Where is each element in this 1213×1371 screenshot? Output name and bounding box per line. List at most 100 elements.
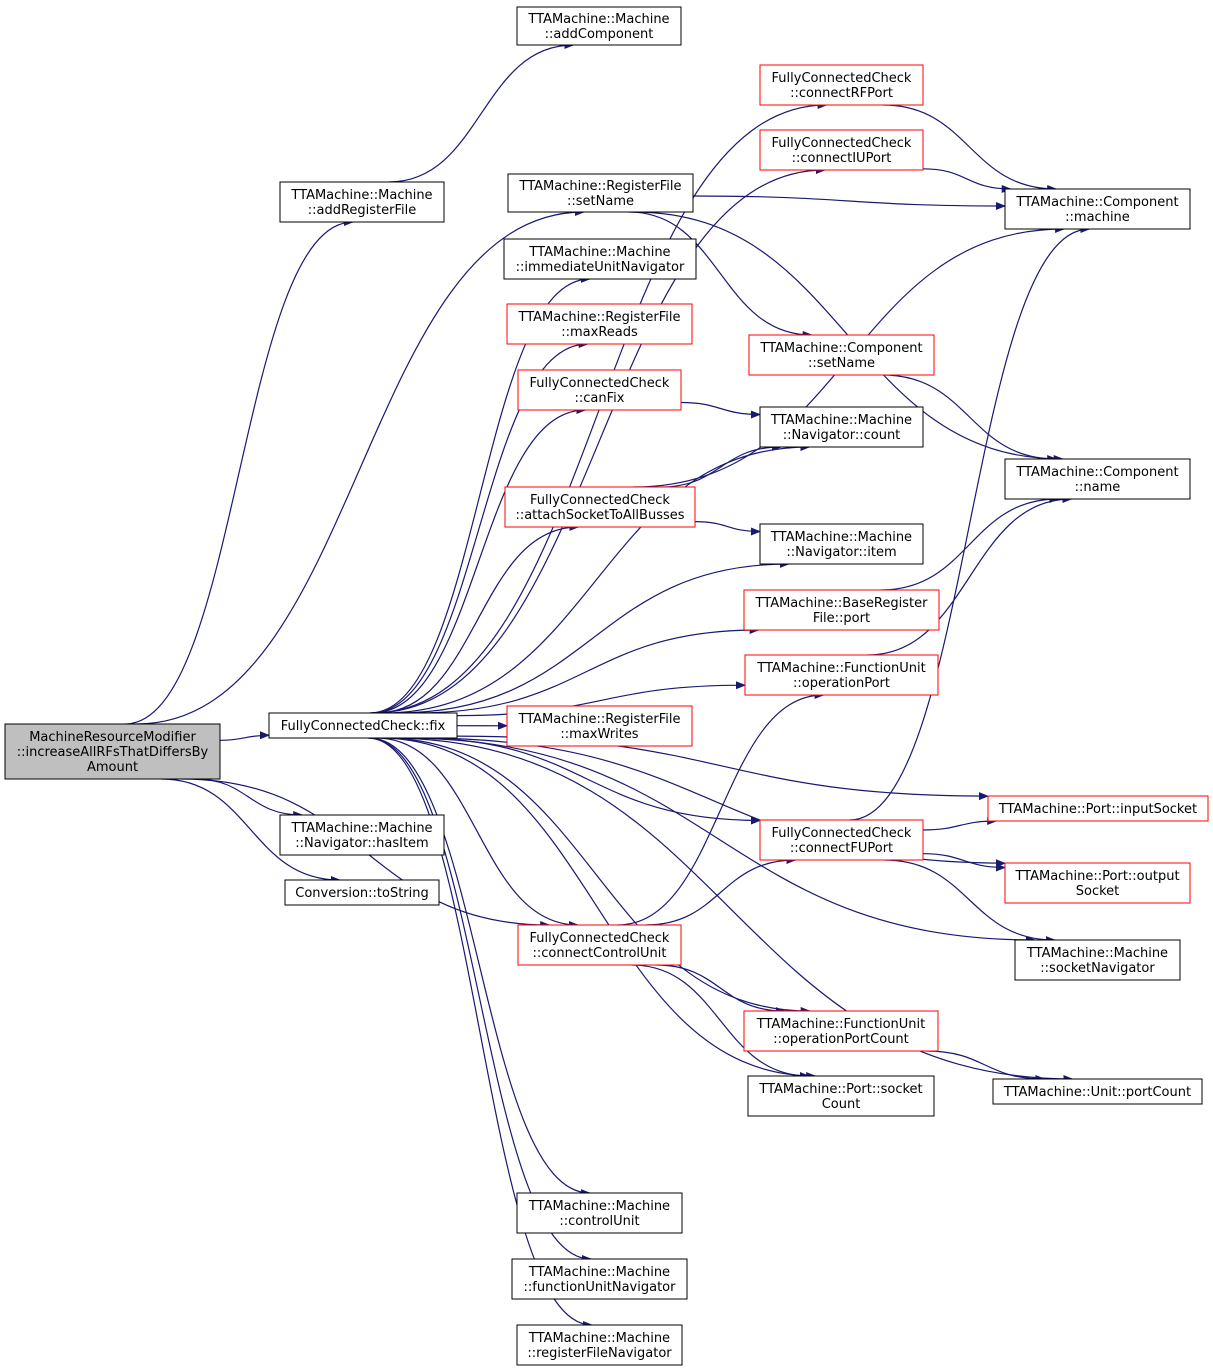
node-label: ::increaseAllRFsThatDiffersBy [17, 745, 209, 760]
edge-opPort-to-compName [867, 495, 1073, 656]
node-label: TTAMachine::RegisterFile [519, 179, 682, 194]
node-navItem[interactable]: TTAMachine::Machine::Navigator::item [759, 523, 924, 565]
node-label: ::canFix [575, 391, 625, 406]
edge-root-to-rfSetName [136, 208, 585, 725]
node-toString[interactable]: Conversion::toString [284, 879, 440, 906]
node-label: ::maxWrites [560, 727, 638, 742]
node-unitPortCount[interactable]: TTAMachine::Unit::portCount [992, 1078, 1203, 1105]
node-inputSocket[interactable]: TTAMachine::Port::inputSocket [987, 795, 1209, 822]
node-box [517, 924, 682, 966]
edge-root-to-addRegisterFile [124, 218, 354, 725]
node-label: ::setName [567, 194, 634, 209]
node-box [507, 173, 694, 213]
node-label: FullyConnectedCheck [530, 376, 670, 391]
edge-connectIUPort-to-compMachine [922, 168, 1012, 193]
edge-fix-to-navCount [382, 443, 811, 714]
edge-connectControlUnit-to-connectFUPort [645, 856, 797, 926]
node-label: TTAMachine::Port::inputSocket [998, 802, 1197, 817]
node-label: ::connectControlUnit [532, 946, 666, 961]
node-label: ::registerFileNavigator [527, 1346, 672, 1361]
node-label: ::Navigator::item [786, 545, 896, 560]
node-label: FullyConnectedCheck [772, 136, 912, 151]
node-rfSetName[interactable]: TTAMachine::RegisterFile::setName [507, 173, 694, 213]
node-label: ::addComponent [545, 27, 654, 42]
node-label: TTAMachine::RegisterFile [518, 712, 681, 727]
node-socketNav[interactable]: TTAMachine::Machine::socketNavigator [1014, 939, 1181, 981]
node-label: TTAMachine::Machine [290, 821, 432, 836]
node-box [268, 712, 458, 739]
node-connectControlUnit[interactable]: FullyConnectedCheck::connectControlUnit [517, 924, 682, 966]
node-navCount[interactable]: TTAMachine::Machine::Navigator::count [759, 406, 924, 448]
node-connectIUPort[interactable]: FullyConnectedCheck::connectIUPort [759, 129, 924, 171]
node-label: TTAMachine::Machine [528, 245, 670, 260]
edge-connectControlUnit-to-opPort [617, 691, 825, 926]
edge-connectFUPort-to-outputSocket [922, 853, 1006, 872]
edge-connectFUPort-to-inputSocket [922, 817, 998, 831]
node-controlUnit[interactable]: TTAMachine::Machine::controlUnit [516, 1192, 683, 1234]
node-label: TTAMachine::Component [759, 341, 922, 356]
node-attachSocket[interactable]: FullyConnectedCheck::attachSocketToAllBu… [504, 486, 696, 528]
node-maxWrites[interactable]: TTAMachine::RegisterFile::maxWrites [506, 705, 693, 747]
node-compMachine[interactable]: TTAMachine::Component::machine [1004, 188, 1191, 230]
node-box [516, 1192, 683, 1234]
edge-fix-to-maxReads [370, 340, 589, 714]
node-box [516, 1324, 683, 1366]
node-label: ::operationPortCount [773, 1032, 909, 1047]
node-addRegisterFile[interactable]: TTAMachine::Machine::addRegisterFile [279, 181, 445, 223]
node-root[interactable]: MachineResourceModifier::increaseAllRFsT… [4, 723, 221, 780]
node-compSetName[interactable]: TTAMachine::Component::setName [748, 334, 935, 376]
node-label: ::machine [1065, 210, 1130, 225]
edge-addRegisterFile-to-addComponent [388, 41, 575, 183]
edge-root-to-hasItem [194, 778, 304, 819]
node-box [748, 334, 935, 376]
node-compName[interactable]: TTAMachine::Component::name [1004, 458, 1191, 500]
node-label: FullyConnectedCheck [772, 826, 912, 841]
node-connectRFPort[interactable]: FullyConnectedCheck::connectRFPort [759, 64, 924, 106]
node-box [503, 238, 697, 280]
node-connectFUPort[interactable]: FullyConnectedCheck::connectFUPort [759, 819, 924, 861]
edge-fix-to-unitPortCount [388, 737, 1074, 1083]
node-fix[interactable]: FullyConnectedCheck::fix [268, 712, 458, 739]
node-box [759, 819, 924, 861]
edge-fix-to-connectIUPort [373, 166, 826, 714]
node-fuNav[interactable]: TTAMachine::Machine::functionUnitNavigat… [511, 1258, 688, 1300]
edge-fix-to-navItem [395, 560, 790, 714]
node-label: ::socketNavigator [1040, 961, 1155, 976]
edge-fix-to-connectFUPort [415, 737, 761, 825]
edge-attachSocket-to-navCount [660, 443, 783, 488]
node-label: ::operationPort [793, 676, 890, 691]
node-label: TTAMachine::Machine [528, 1265, 670, 1280]
node-label: MachineResourceModifier [29, 730, 196, 745]
node-label: ::attachSocketToAllBusses [515, 508, 684, 523]
node-box [506, 303, 693, 345]
node-label: ::controlUnit [559, 1214, 639, 1229]
node-box [284, 879, 440, 906]
node-box [743, 1010, 939, 1052]
edge-connectControlUnit-to-opPortCount [655, 964, 786, 1015]
node-immUnitNav[interactable]: TTAMachine::Machine::immediateUnitNaviga… [503, 238, 697, 280]
node-label: ::connectRFPort [790, 86, 893, 101]
node-box [743, 589, 940, 631]
node-opPort[interactable]: TTAMachine::FunctionUnit::operationPort [744, 654, 939, 696]
edge-fix-to-portSocketCount [379, 737, 817, 1080]
node-canFix[interactable]: FullyConnectedCheck::canFix [517, 369, 682, 411]
function-nodes: MachineResourceModifier::increaseAllRFsT… [4, 6, 1209, 1366]
node-box [1004, 458, 1191, 500]
node-maxReads[interactable]: TTAMachine::RegisterFile::maxReads [506, 303, 693, 345]
node-label: ::maxReads [561, 325, 638, 340]
node-opPortCount[interactable]: TTAMachine::FunctionUnit::operationPortC… [743, 1010, 939, 1052]
edge-fix-to-socketNav [402, 737, 1036, 944]
node-box [279, 181, 445, 223]
edge-root-to-fix [219, 731, 270, 741]
node-label: TTAMachine::Component [1015, 195, 1178, 210]
node-hasItem[interactable]: TTAMachine::Machine::Navigator::hasItem [279, 814, 445, 856]
node-label: Count [822, 1097, 861, 1112]
node-label: TTAMachine::Machine [1026, 946, 1168, 961]
node-rfNav[interactable]: TTAMachine::Machine::registerFileNavigat… [516, 1324, 683, 1366]
edge-connectControlUnit-to-portSocketCount [631, 964, 810, 1080]
node-addComponent[interactable]: TTAMachine::Machine::addComponent [516, 6, 682, 46]
